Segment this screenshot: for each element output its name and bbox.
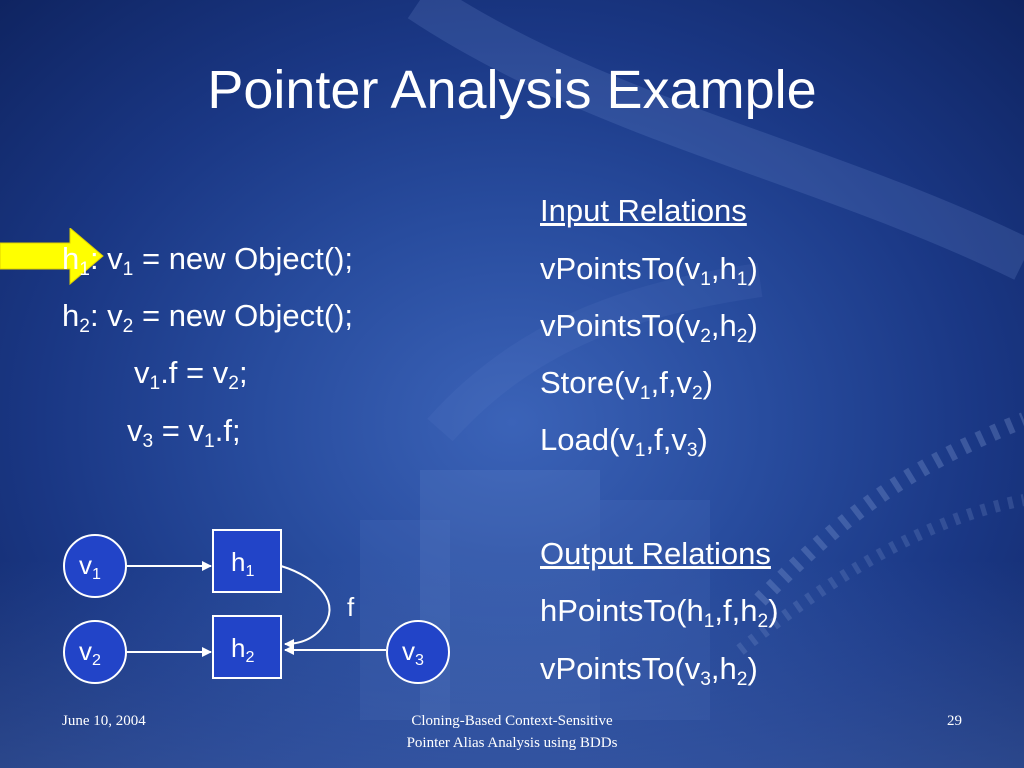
node-v3-label: v3 [402, 636, 424, 670]
node-h1 [212, 529, 282, 593]
edge-label-f: f [347, 592, 355, 622]
footer-page-number: 29 [947, 713, 962, 729]
node-h2-label: h2 [231, 633, 255, 667]
node-h1-label: h1 [231, 547, 255, 581]
input-relation-1: vPointsTo(v1,h1) [540, 251, 758, 291]
footer-center-line-2: Pointer Alias Analysis using BDDs [406, 735, 618, 751]
input-relation-4: Load(v1,f,v3) [540, 422, 708, 462]
footer-center-line-1: Cloning-Based Context-Sensitive [411, 713, 613, 729]
node-v1 [63, 534, 127, 598]
node-h2 [212, 615, 282, 679]
code-line-1: h1: v1 = new Object(); [62, 241, 354, 281]
input-relations-heading: Input Relations [540, 193, 747, 228]
node-v3 [386, 620, 450, 684]
slide-title: Pointer Analysis Example [207, 60, 817, 120]
edge-h1-f-h2 [280, 565, 331, 649]
code-line-3: v1.f = v2; [134, 355, 248, 395]
current-line-arrow-icon [0, 228, 104, 286]
node-v2-label: v2 [79, 636, 101, 670]
code-line-2: h2: v2 = new Object(); [62, 298, 354, 338]
output-relations-heading: Output Relations [540, 536, 771, 571]
input-relation-3: Store(v1,f,v2) [540, 365, 713, 405]
node-v2 [63, 620, 127, 684]
input-relation-2: vPointsTo(v2,h2) [540, 308, 758, 348]
code-line-4: v3 = v1.f; [127, 413, 241, 453]
output-relation-2: vPointsTo(v3,h2) [540, 651, 758, 691]
output-relation-1: hPointsTo(h1,f,h2) [540, 593, 779, 633]
node-v1-label: v1 [79, 550, 101, 584]
footer-date: June 10, 2004 [62, 713, 146, 729]
